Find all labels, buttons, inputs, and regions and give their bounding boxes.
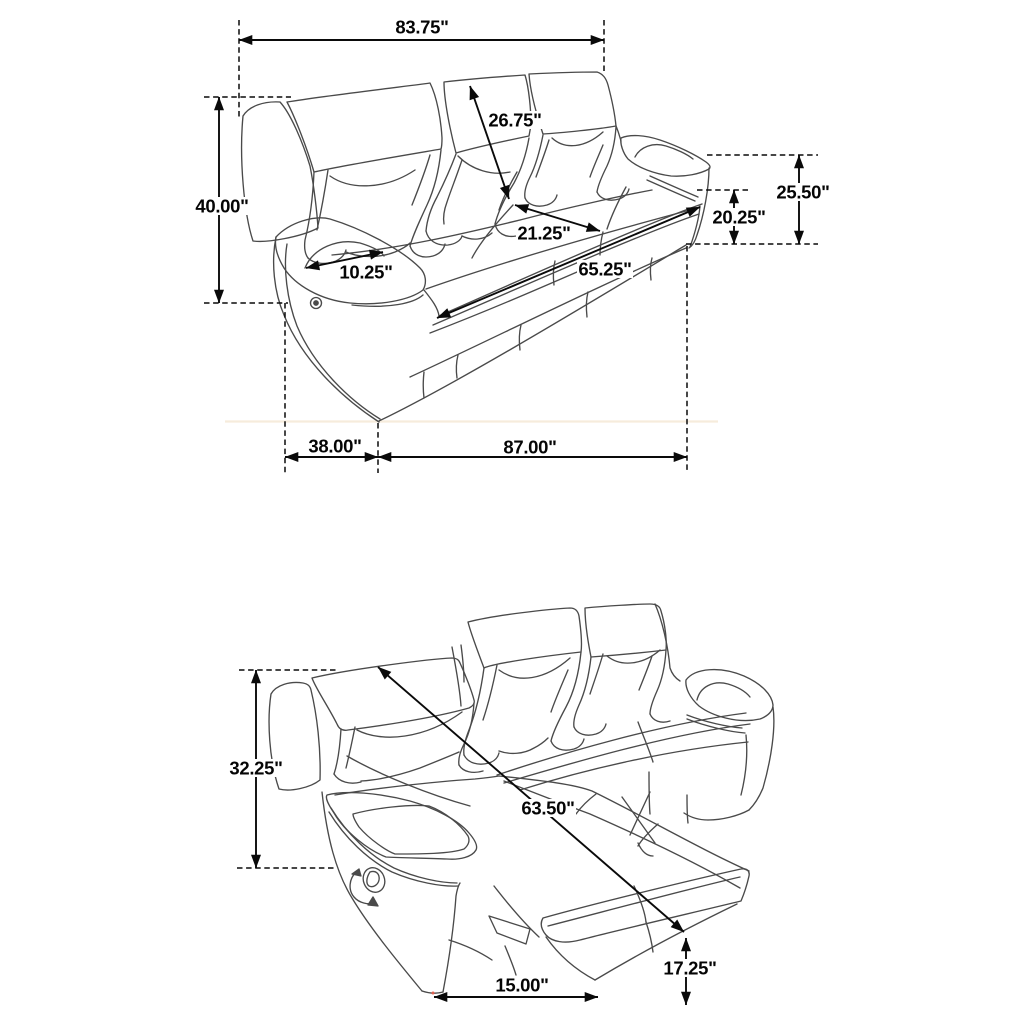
svg-text:83.75": 83.75" [395, 17, 448, 38]
svg-text:15.00": 15.00" [495, 975, 548, 996]
svg-text:20.25": 20.25" [712, 207, 765, 228]
svg-text:40.00": 40.00" [195, 196, 248, 217]
svg-text:38.00": 38.00" [308, 436, 361, 457]
svg-text:25.50": 25.50" [776, 182, 829, 203]
svg-text:32.25": 32.25" [229, 758, 282, 779]
svg-text:65.25": 65.25" [578, 259, 631, 280]
svg-text:26.75": 26.75" [488, 110, 541, 131]
svg-text:21.25": 21.25" [517, 223, 570, 244]
svg-text:87.00": 87.00" [503, 437, 556, 458]
svg-text:17.25": 17.25" [663, 958, 716, 979]
svg-text:63.50": 63.50" [521, 798, 574, 819]
svg-text:10.25": 10.25" [339, 262, 392, 283]
